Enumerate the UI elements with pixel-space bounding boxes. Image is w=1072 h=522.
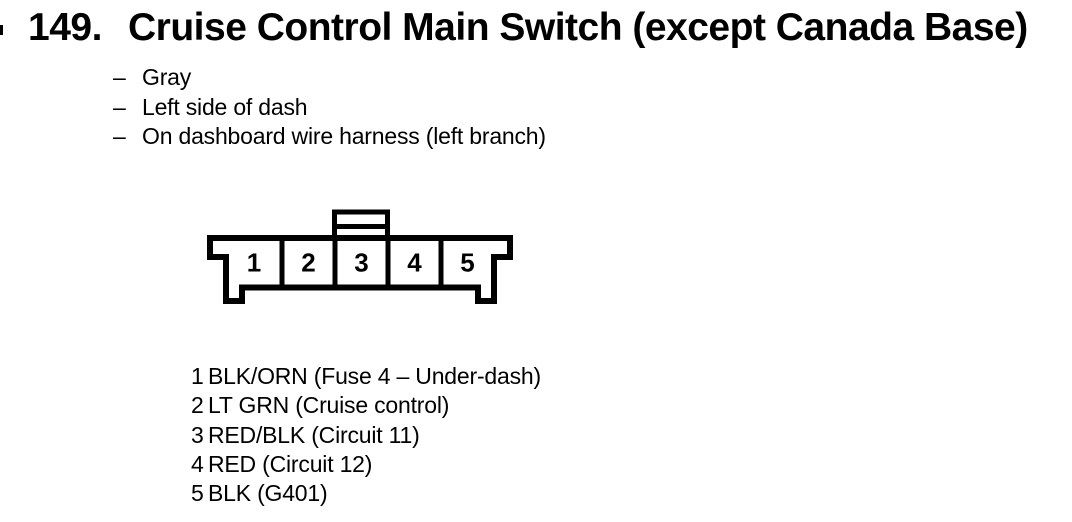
connector-diagram: 1 2 3 4 5: [207, 209, 513, 304]
detail-text: Gray: [142, 64, 192, 90]
pin-row: 5 BLK (G401): [191, 479, 541, 508]
scan-edge-artifact: [0, 25, 3, 35]
pin-row: 2 LT GRN (Cruise control): [191, 391, 541, 420]
detail-item-location: – Left side of dash: [113, 93, 546, 123]
pin-number: 1: [191, 363, 204, 389]
detail-item-color: – Gray: [113, 63, 546, 93]
pin-description: LT GRN (Cruise control): [208, 392, 450, 419]
connector-outline: [207, 235, 513, 304]
pin-number: 3: [191, 421, 204, 448]
cavity-number: 2: [301, 248, 315, 278]
connector-detail-list: – Gray – Left side of dash – On dashboar…: [113, 63, 546, 152]
pin-row: 3 RED/BLK (Circuit 11): [191, 421, 541, 450]
pin-number: 5: [191, 480, 204, 507]
dash-bullet: –: [113, 93, 126, 120]
detail-item-harness: – On dashboard wire harness (left branch…: [113, 122, 546, 152]
cavity-number: 4: [407, 248, 422, 278]
pin-number: 4: [191, 450, 204, 477]
pin-row: 4 RED (Circuit 12): [191, 450, 541, 479]
section-heading: 149. Cruise Control Main Switch (except …: [28, 6, 1028, 50]
detail-text: On dashboard wire harness (left branch): [142, 123, 546, 149]
pin-number: 2: [191, 392, 204, 419]
pin-wire-list: 1 BLK/ORN (Fuse 4 – Under-dash) 2 LT GRN…: [191, 362, 541, 508]
pin-description: RED (Circuit 12): [208, 450, 373, 477]
cavity-number: 5: [460, 248, 474, 278]
page-title: Cruise Control Main Switch (except Canad…: [128, 6, 1028, 49]
dash-bullet: –: [113, 123, 126, 149]
detail-text: Left side of dash: [142, 93, 308, 120]
dash-bullet: –: [113, 64, 126, 90]
section-number: 149.: [28, 6, 102, 49]
pin-description: RED/BLK (Circuit 11): [208, 421, 420, 448]
pin-description: BLK/ORN (Fuse 4 – Under-dash): [208, 363, 541, 389]
pin-row: 1 BLK/ORN (Fuse 4 – Under-dash): [191, 362, 541, 391]
pin-description: BLK (G401): [208, 480, 328, 507]
cavity-number: 3: [354, 248, 368, 278]
cavity-number: 1: [247, 248, 261, 278]
